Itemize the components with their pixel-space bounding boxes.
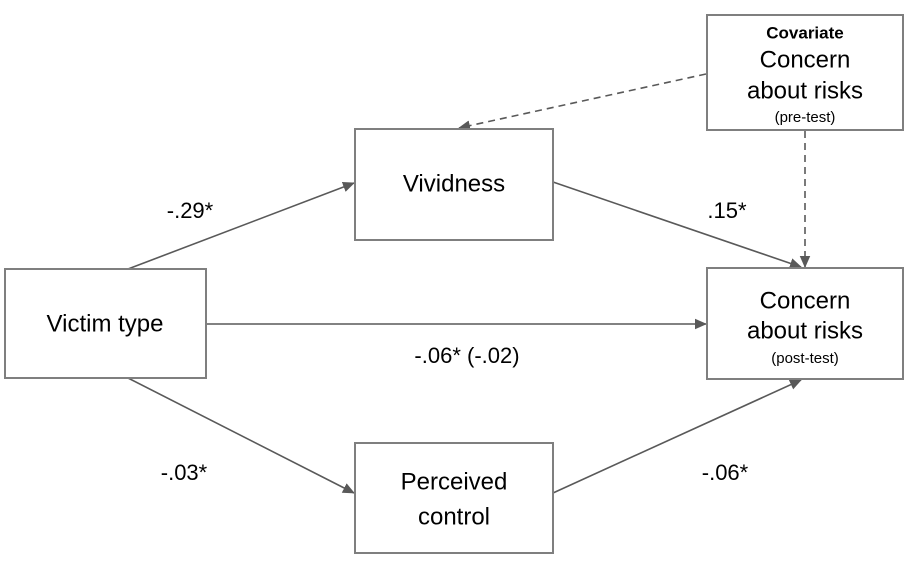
node-covariate-note: (pre-test) <box>775 109 836 126</box>
edge-victim-to-vividness: -.29* <box>127 181 355 270</box>
node-vividness: Vividness <box>354 128 554 241</box>
edge-victim-to-control: -.03* <box>127 377 355 494</box>
node-victim-type-box <box>4 268 207 379</box>
node-vividness-box <box>354 128 554 241</box>
edge-vividness-to-concern: .15* <box>552 181 802 269</box>
edge-vividness-to-concern-line <box>552 181 802 269</box>
node-covariate: Covariate Concern about risks (pre-test) <box>706 14 904 131</box>
node-perceived-control-box <box>354 442 554 554</box>
edge-label-victim-to-vividness: -.29* <box>167 198 214 223</box>
node-victim-type-label: Victim type <box>47 310 164 337</box>
edge-control-to-concern: -.06* <box>552 379 802 494</box>
edge-label-control-to-concern: -.06* <box>702 460 749 485</box>
edge-label-victim-to-concern-direct: -.06* (-.02) <box>414 343 519 368</box>
node-concern-post-label-line2: about risks <box>747 317 863 344</box>
node-perceived-control-label-line2: control <box>418 503 490 530</box>
edge-victim-to-control-line <box>127 377 355 494</box>
node-covariate-box <box>706 14 904 131</box>
node-perceived-control: Perceived control <box>354 442 554 554</box>
node-concern-post-test: Concern about risks (post-test) <box>706 267 904 380</box>
edge-label-vividness-to-concern: .15* <box>707 198 747 223</box>
node-concern-post-test-box <box>706 267 904 380</box>
node-concern-post-note: (post-test) <box>771 350 839 367</box>
edge-victim-to-vividness-line <box>127 181 355 270</box>
edge-victim-to-concern-direct: -.06* (-.02) <box>206 318 707 368</box>
node-vividness-label: Vividness <box>403 170 505 197</box>
node-concern-post-label-line1: Concern <box>760 287 851 314</box>
node-covariate-header: Covariate <box>766 23 843 42</box>
node-covariate-label-line2: about risks <box>747 77 863 104</box>
node-victim-type: Victim type <box>4 268 207 379</box>
node-perceived-control-label-line1: Perceived <box>401 468 508 495</box>
node-covariate-label-line1: Concern <box>760 46 851 73</box>
edge-covariate-to-vividness-line <box>458 73 707 131</box>
edge-label-victim-to-control: -.03* <box>161 460 208 485</box>
edge-control-to-concern-line <box>552 379 802 494</box>
edge-covariate-to-vividness <box>458 73 707 131</box>
